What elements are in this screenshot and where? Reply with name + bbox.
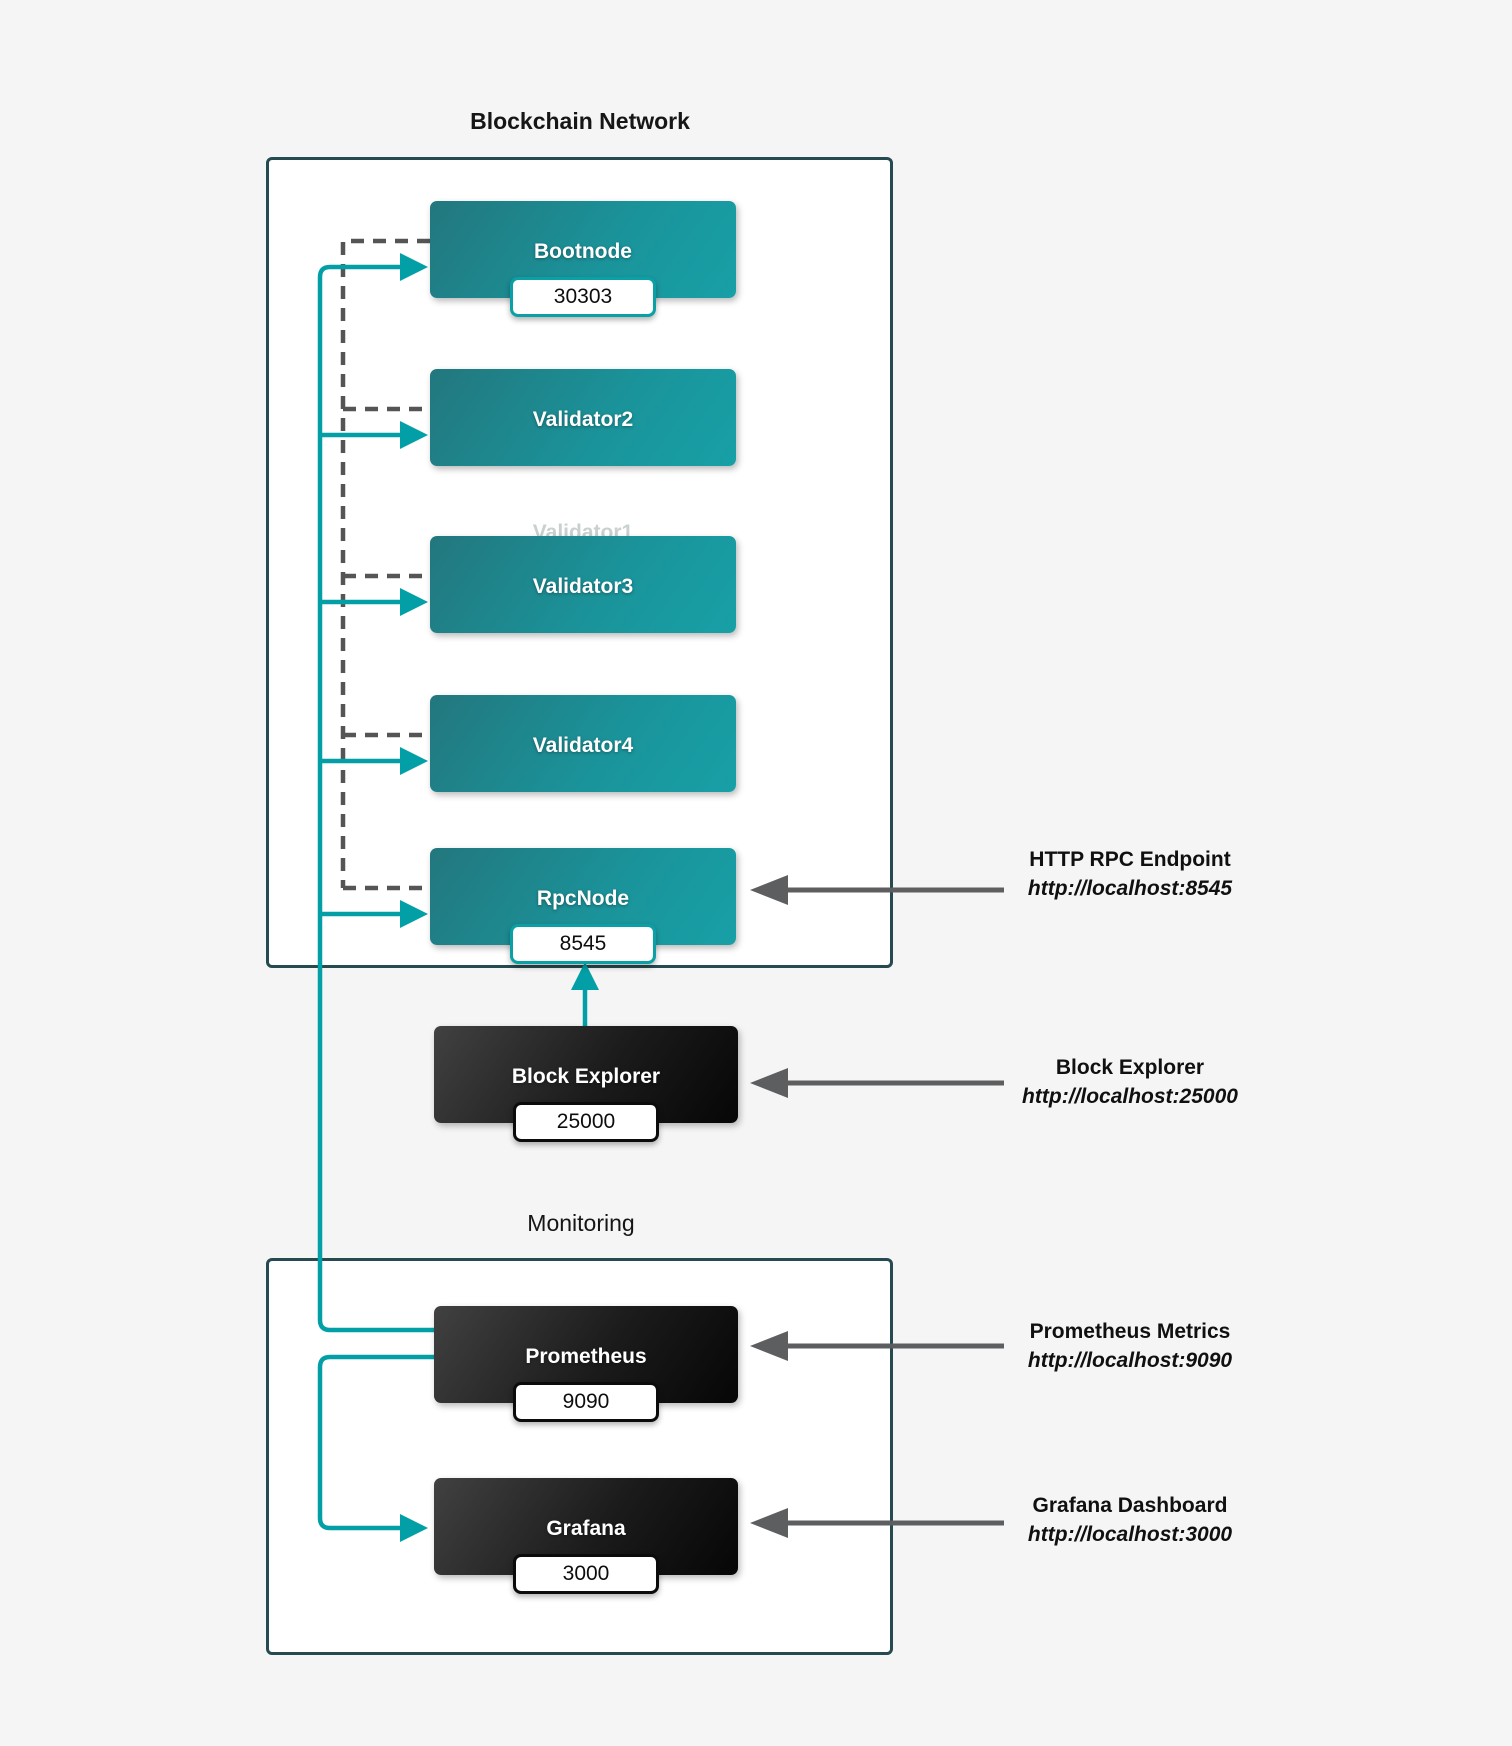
port-badge-prometheus: 9090 [513,1382,659,1422]
label-grafana-dashboard-url: http://localhost:3000 [1027,1523,1233,1546]
teal-arrowhead-validator4 [400,747,428,775]
node-bootnode-label: Bootnode [534,239,632,263]
node-prometheus: Prometheus 9090 [434,1306,738,1422]
grey-arrowhead-rpc-endpoint [750,875,788,905]
node-validator2: Validator2 [430,369,736,466]
teal-arrowhead-grafana [400,1514,428,1542]
label-block-explorer-url: http://localhost:25000 [1022,1085,1238,1108]
label-rpc-endpoint-title: HTTP RPC Endpoint [1029,848,1231,871]
label-grafana-dashboard: Grafana Dashboard http://localhost:3000 [1028,1491,1232,1549]
node-validator4: Validator4 [430,695,736,792]
label-rpc-endpoint: HTTP RPC Endpoint http://localhost:8545 [1028,845,1232,903]
port-badge-bootnode: 30303 [510,277,656,317]
label-block-explorer: Block Explorer http://localhost:25000 [1022,1053,1238,1111]
label-grafana-dashboard-title: Grafana Dashboard [1032,1494,1228,1517]
teal-arrowhead-rpcnode [400,900,428,928]
grey-arrowhead-prometheus [750,1331,788,1361]
teal-arrowhead-validator2 [400,421,428,449]
teal-arrowhead-validator3 [400,588,428,616]
port-badge-rpcnode: 8545 [510,924,656,964]
monitoring-title: Monitoring [527,1210,635,1236]
node-bootnode: Bootnode 30303 [430,201,736,317]
label-prometheus-metrics-title: Prometheus Metrics [1029,1320,1231,1343]
label-prometheus-metrics-url: http://localhost:9090 [1027,1349,1233,1372]
node-grafana-label: Grafana [546,1516,626,1540]
teal-arrowhead-bootnode [400,253,428,281]
node-rpcnode: RpcNode 8545 [430,848,736,964]
node-block-explorer-label: Block Explorer [511,1064,661,1088]
grey-arrowhead-block-explorer [750,1068,788,1098]
teal-arrowhead-up-rpcnode-port [571,962,599,990]
dashed-peer-bus [340,238,430,888]
node-grafana: Grafana 3000 [434,1478,738,1594]
node-rpcnode-label: RpcNode [536,886,630,910]
node-prometheus-label: Prometheus [525,1344,647,1368]
label-block-explorer-title: Block Explorer [1055,1056,1205,1079]
label-rpc-endpoint-url: http://localhost:8545 [1027,877,1233,900]
teal-prometheus-to-grafana-line [317,1354,442,1531]
label-prometheus-metrics: Prometheus Metrics http://localhost:9090 [1028,1317,1232,1375]
node-validator4-label: Validator4 [532,733,634,757]
port-badge-grafana: 3000 [513,1554,659,1594]
blockchain-network-title: Blockchain Network [470,108,690,134]
node-validator2-label: Validator2 [532,407,634,431]
node-validator3-label: Validator3 [532,574,634,598]
node-validator3: Validator3 [430,536,736,633]
node-block-explorer: Block Explorer 25000 [434,1026,738,1142]
port-badge-block-explorer: 25000 [513,1102,659,1142]
grey-arrowhead-grafana [750,1508,788,1538]
teal-bus-line [317,264,442,1333]
